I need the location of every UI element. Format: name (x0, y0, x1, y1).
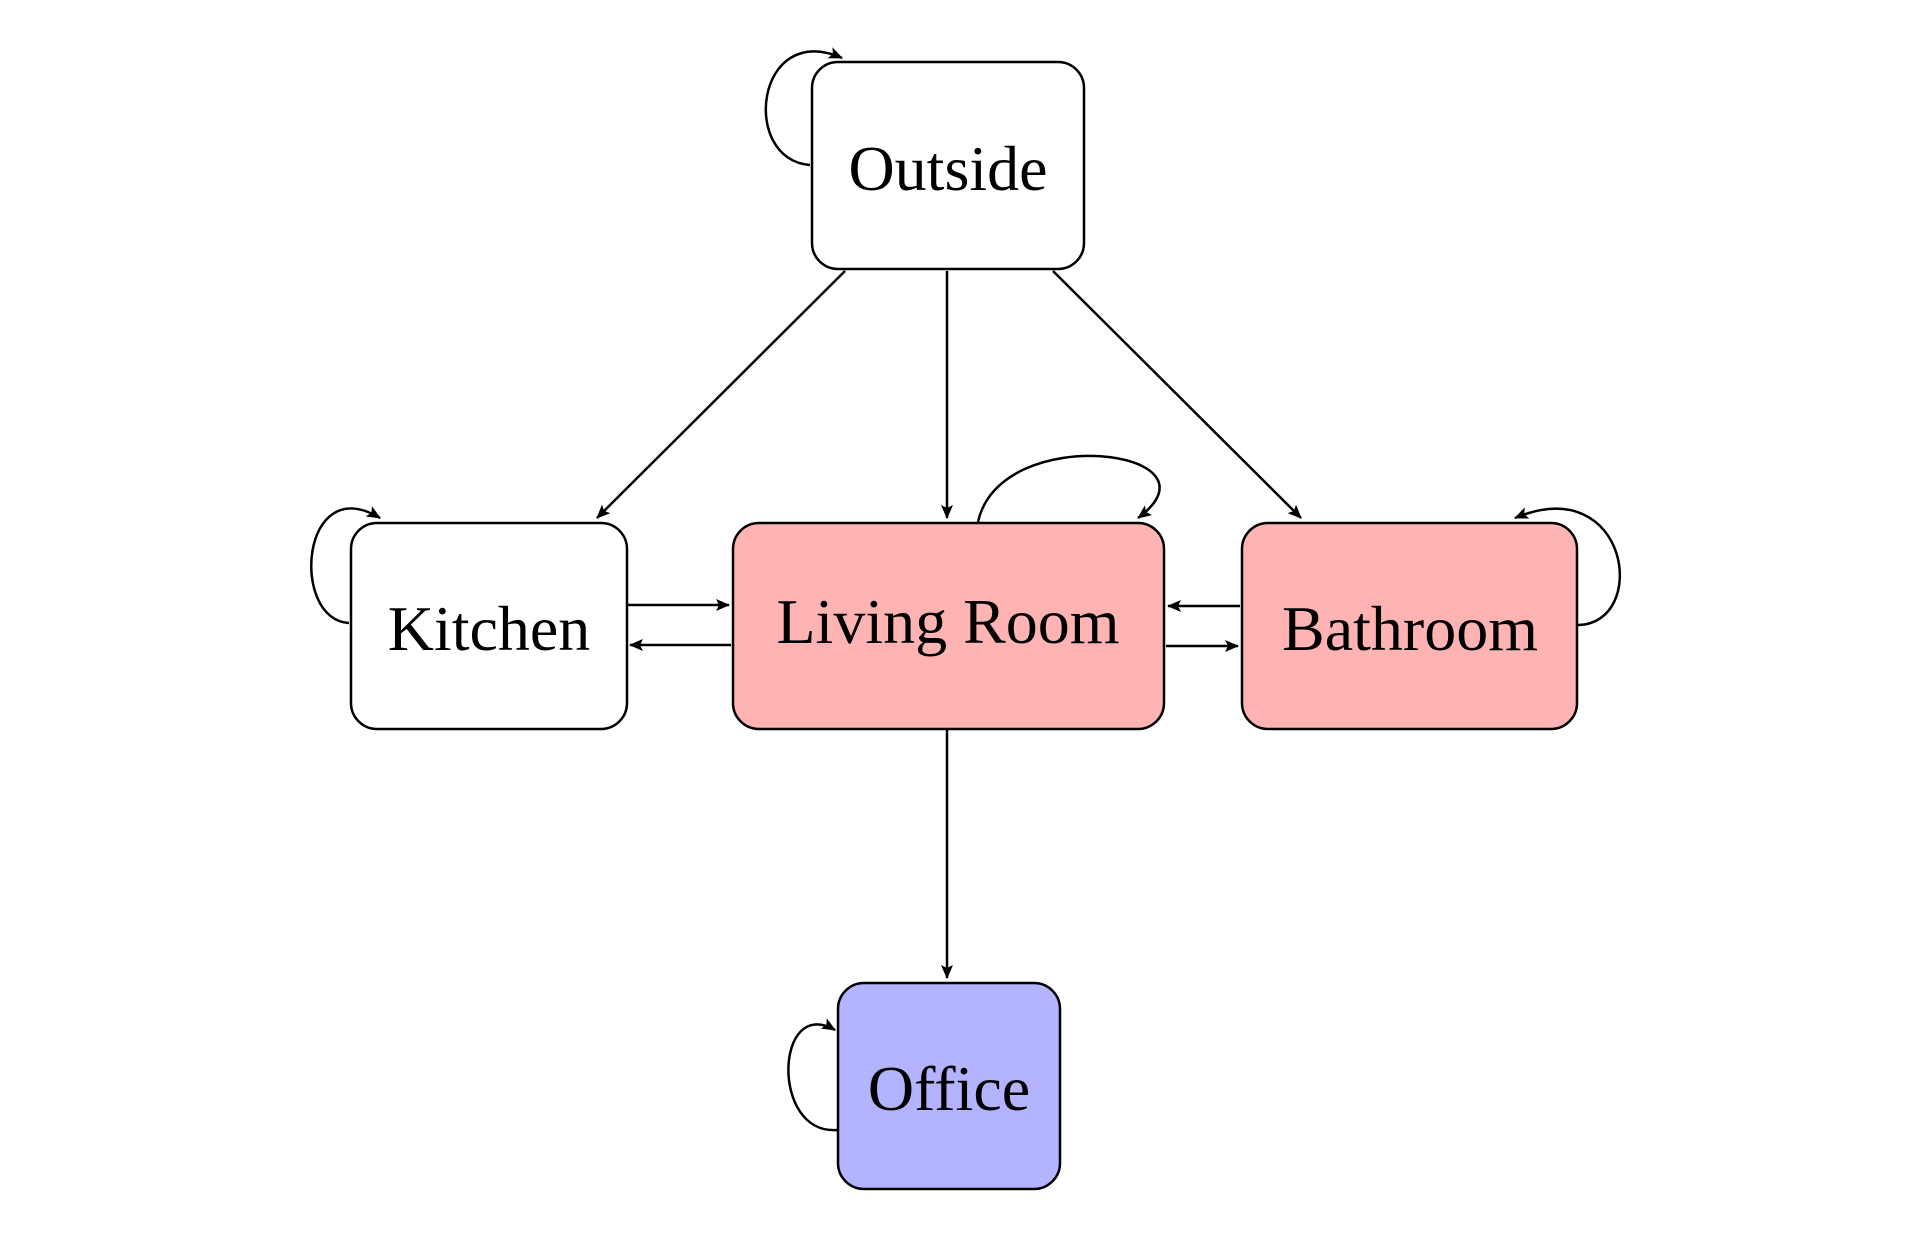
node-outside: Outside (810, 60, 1086, 271)
node-office: Office (836, 981, 1062, 1191)
nodes: Outside Kitchen Living Room Bathroom Off… (349, 60, 1579, 1191)
node-bathroom: Bathroom (1240, 521, 1579, 731)
node-outside-label: Outside (848, 133, 1047, 204)
edge-living-room-to-living-room (976, 454, 1161, 523)
edge-office-to-office (787, 1018, 838, 1132)
node-kitchen-label: Kitchen (388, 593, 591, 664)
node-bathroom-label: Bathroom (1282, 593, 1538, 664)
node-kitchen: Kitchen (349, 521, 629, 731)
edge-bathroom-to-bathroom (1514, 507, 1621, 627)
node-kitchen-box (349, 521, 629, 731)
edge-outside-to-bathroom (1052, 270, 1302, 519)
node-office-box (836, 981, 1062, 1191)
node-bathroom-box (1240, 521, 1579, 731)
node-living-room-label: Living Room (776, 586, 1119, 657)
node-office-label: Office (868, 1053, 1030, 1124)
edges (310, 47, 1621, 1132)
edge-outside-to-outside (764, 47, 843, 167)
node-living-room: Living Room (731, 521, 1166, 731)
edge-kitchen-to-kitchen (310, 506, 381, 625)
node-outside-box (810, 60, 1086, 271)
edge-outside-to-kitchen (596, 270, 846, 519)
node-living-room-box (731, 521, 1166, 731)
